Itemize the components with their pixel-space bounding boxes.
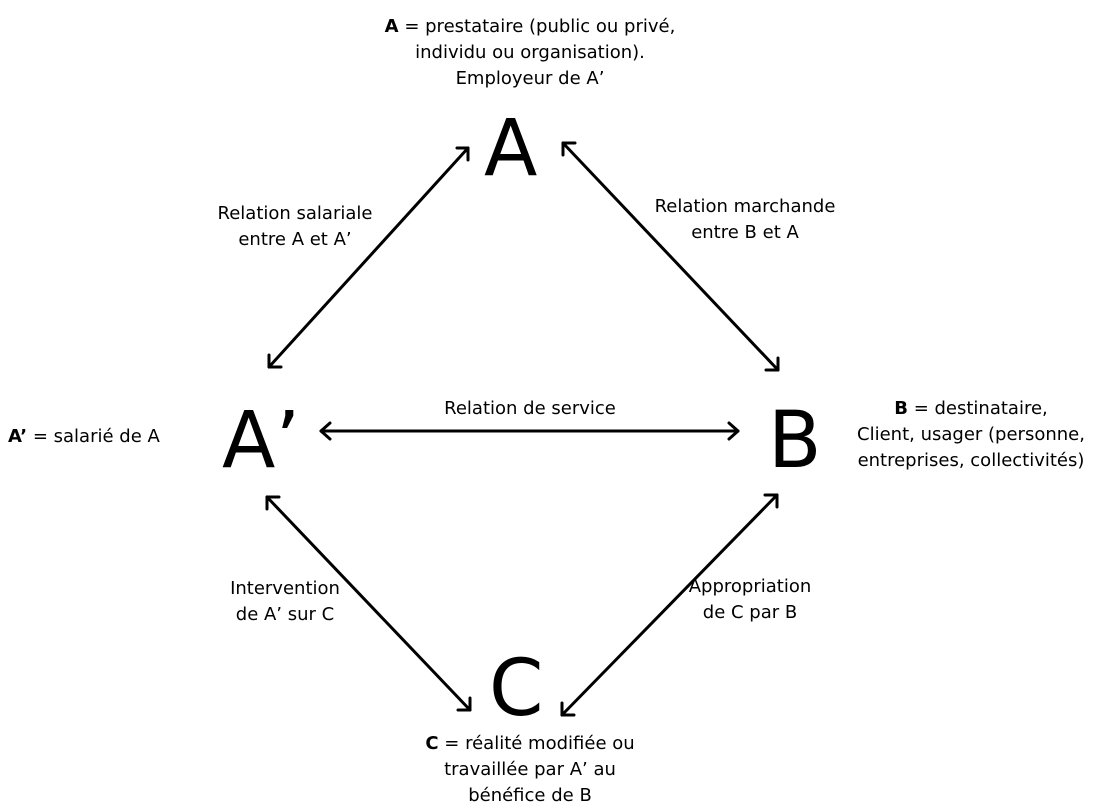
- description-a-prime-key: A’: [8, 426, 28, 447]
- node-c: C: [489, 644, 544, 734]
- relation-service-line1: Relation de service: [444, 398, 616, 419]
- relation-intervention-label: Intervention de A’ sur C: [195, 576, 375, 628]
- relation-intervention-line2: de A’ sur C: [235, 604, 335, 625]
- description-b-key: B: [894, 398, 908, 419]
- description-c-line2: travaillée par A’ au: [444, 759, 616, 780]
- node-b: B: [768, 396, 822, 486]
- description-a-key: A: [384, 16, 399, 37]
- relation-marchande-line1: Relation marchande: [654, 196, 836, 217]
- relation-appropriation-line2: de C par B: [702, 602, 798, 623]
- relation-salariale-label: Relation salariale entre A et A’: [185, 201, 405, 253]
- relation-intervention-line1: Intervention: [230, 578, 340, 599]
- arrow-aprime-c: [265, 495, 472, 712]
- description-b-line3: entreprises, collectivités): [857, 450, 1085, 471]
- arrow-a-b: [561, 141, 780, 372]
- description-c-key: C: [425, 733, 439, 754]
- description-a: A = prestataire (public ou privé, indivi…: [340, 14, 720, 92]
- relation-service-label: Relation de service: [400, 396, 660, 422]
- description-c: C = réalité modifiée ou travaillée par A…: [380, 731, 680, 809]
- description-b-text: = destinataire,: [907, 398, 1048, 419]
- relation-appropriation-label: Appropriation de C par B: [660, 574, 840, 626]
- description-a-prime: A’ = salarié de A: [8, 424, 188, 450]
- description-a-line2: individu ou organisation).: [415, 42, 645, 63]
- description-b: B = destinataire, Client, usager (person…: [840, 396, 1102, 474]
- description-c-text: = réalité modifiée ou: [438, 733, 635, 754]
- description-a-text: = prestataire (public ou privé,: [398, 16, 676, 37]
- description-c-line3: bénéfice de B: [468, 785, 592, 806]
- relation-marchande-line2: entre B et A: [691, 222, 799, 243]
- arrow-c-b: [560, 493, 779, 717]
- arrow-a-aprime: [267, 146, 470, 369]
- description-a-prime-text: = salarié de A: [27, 426, 160, 447]
- description-a-line3: Employeur de A’: [455, 68, 605, 89]
- relation-salariale-line1: Relation salariale: [217, 203, 373, 224]
- node-a: A: [484, 104, 538, 194]
- arrow-aprime-b: [319, 421, 740, 441]
- relation-marchande-label: Relation marchande entre B et A: [630, 194, 860, 246]
- description-b-line2: Client, usager (personne,: [857, 424, 1085, 445]
- relation-appropriation-line1: Appropriation: [688, 576, 812, 597]
- relation-salariale-line2: entre A et A’: [238, 229, 352, 250]
- node-a-prime: A’: [222, 396, 301, 486]
